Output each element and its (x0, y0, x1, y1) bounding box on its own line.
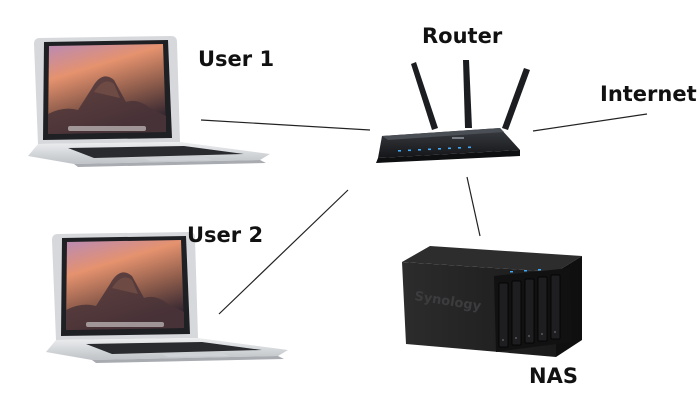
router-icon (376, 60, 530, 163)
link-router-internet (532, 113, 648, 132)
internet-label: Internet (600, 82, 697, 106)
link-user2-router (218, 189, 349, 315)
link-router-nas (466, 176, 481, 237)
link-user1-router (200, 119, 371, 131)
nas-label: NAS (529, 364, 578, 388)
user1-label: User 1 (198, 47, 275, 71)
user2-label: User 2 (187, 223, 264, 247)
router-label: Router (422, 24, 503, 48)
nas-icon: Synology (402, 246, 582, 357)
laptop-icon (46, 232, 288, 363)
